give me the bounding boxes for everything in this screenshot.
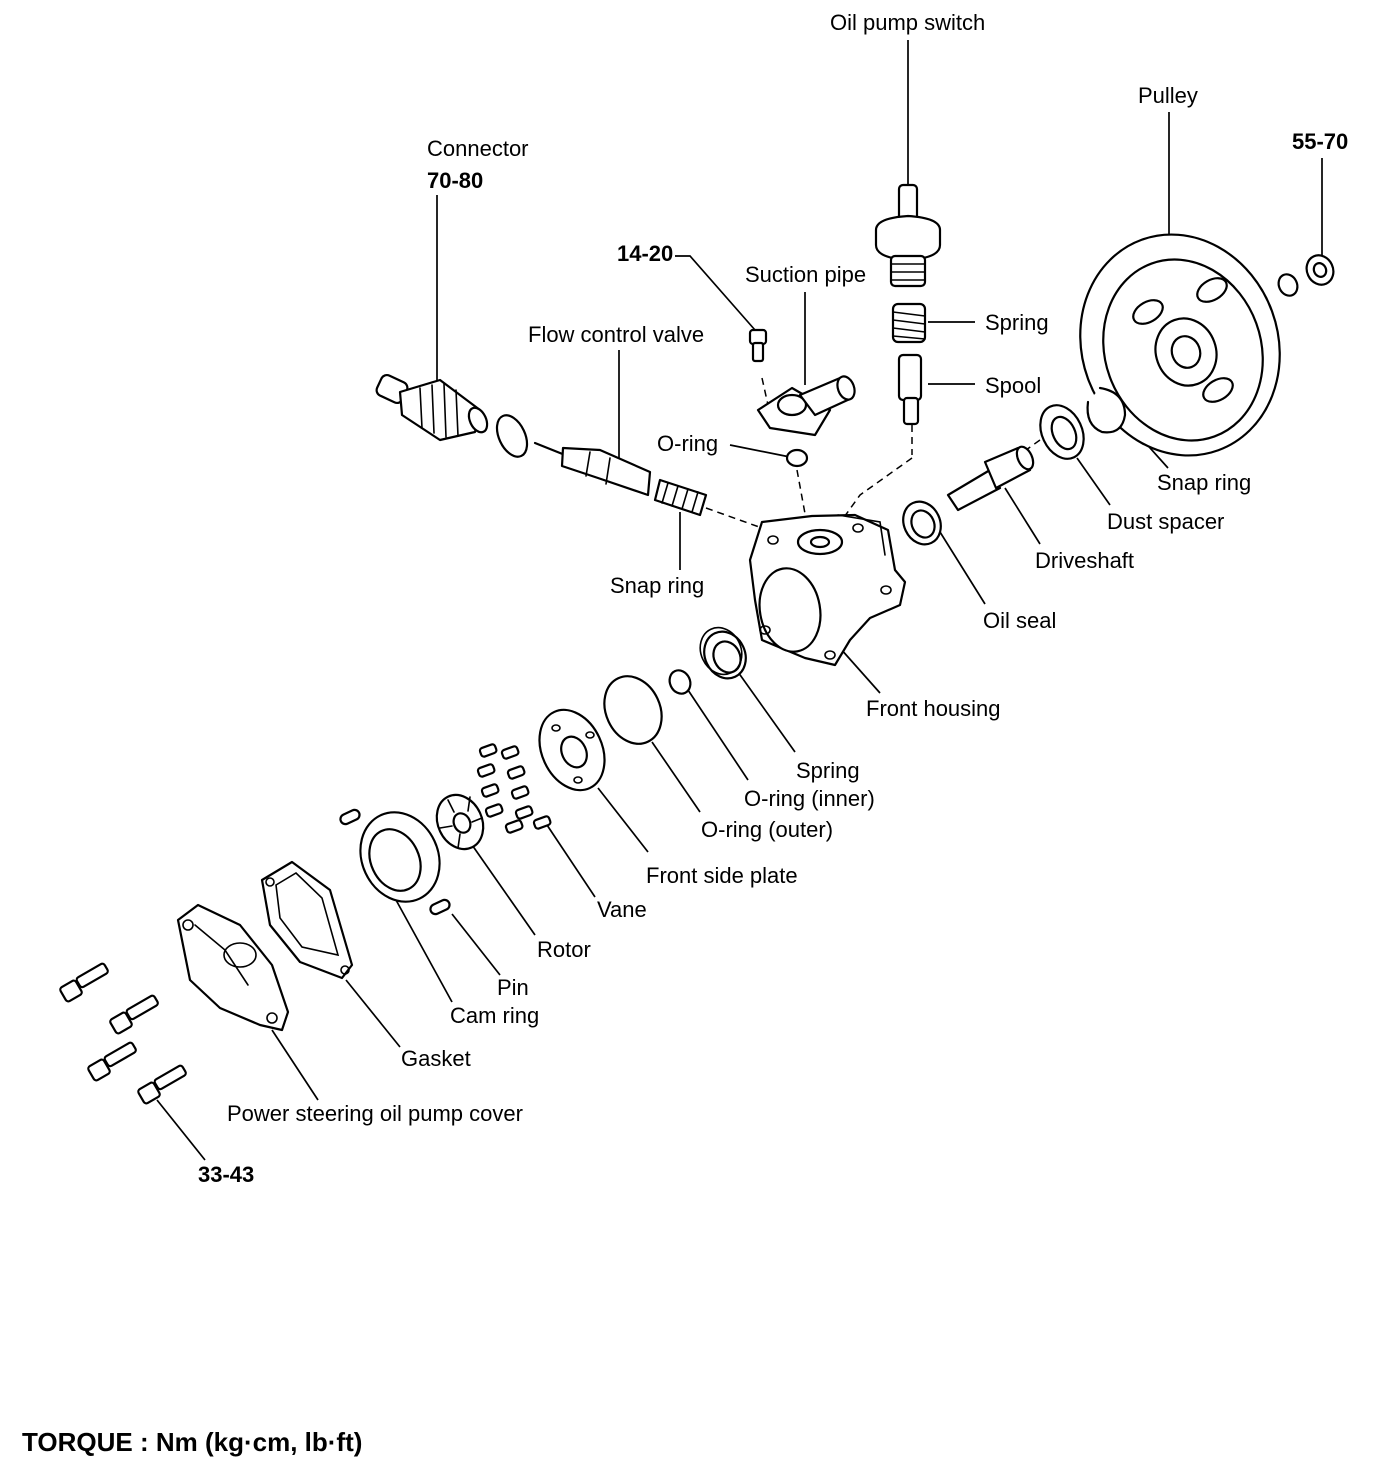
vane-set-part bbox=[476, 743, 552, 834]
label-spring-top: Spring bbox=[985, 310, 1049, 335]
label-pin: Pin bbox=[497, 975, 529, 1000]
gasket-part bbox=[260, 860, 354, 980]
label-snap-ring-right: Snap ring bbox=[1157, 470, 1251, 495]
suction-pipe-part bbox=[756, 375, 856, 437]
torque-pulley-nut: 55-70 bbox=[1292, 129, 1348, 154]
label-cam-ring: Cam ring bbox=[450, 1003, 539, 1028]
suction-bolt-part bbox=[748, 328, 768, 363]
dust-spacer-part bbox=[1039, 404, 1085, 460]
label-spring-lower: Spring bbox=[796, 758, 860, 783]
flow-valve-spring-part bbox=[653, 478, 708, 517]
leader-lines bbox=[156, 40, 1323, 1161]
torque-units-footer: TORQUE : Nm (kg·cm, lb·ft) bbox=[22, 1427, 362, 1457]
pin-part bbox=[339, 808, 451, 916]
label-rotor: Rotor bbox=[537, 937, 591, 962]
pulley-nut-part bbox=[1277, 254, 1335, 297]
oil-pump-switch-part bbox=[874, 183, 942, 288]
driveshaft-part bbox=[946, 445, 1035, 512]
snap-ring-right-part bbox=[1086, 386, 1127, 434]
torque-cover-bolts: 33-43 bbox=[198, 1162, 254, 1187]
o-ring-inner-part bbox=[668, 669, 692, 695]
label-oil-pump-switch: Oil pump switch bbox=[830, 10, 985, 35]
label-suction-pipe: Suction pipe bbox=[745, 262, 866, 287]
label-gasket: Gasket bbox=[401, 1046, 471, 1071]
label-connector: Connector bbox=[427, 136, 529, 161]
label-front-side-plate: Front side plate bbox=[646, 863, 798, 888]
label-vane: Vane bbox=[597, 897, 647, 922]
label-flow-control-valve: Flow control valve bbox=[528, 322, 704, 347]
label-oil-seal: Oil seal bbox=[983, 608, 1056, 633]
front-housing-part bbox=[748, 513, 907, 667]
torque-suction-bolt: 14-20 bbox=[617, 241, 673, 266]
pump-cover-part bbox=[176, 903, 290, 1032]
rotor-part bbox=[435, 793, 485, 851]
label-pump-cover: Power steering oil pump cover bbox=[227, 1101, 523, 1126]
pulley-part bbox=[1079, 233, 1281, 457]
label-o-ring-inner: O-ring (inner) bbox=[744, 786, 875, 811]
label-o-ring: O-ring bbox=[657, 431, 718, 456]
label-snap-ring-left: Snap ring bbox=[610, 573, 704, 598]
label-dust-spacer: Dust spacer bbox=[1107, 509, 1224, 534]
axis-lines bbox=[705, 377, 1041, 531]
label-pulley: Pulley bbox=[1138, 83, 1198, 108]
torque-connector: 70-80 bbox=[427, 168, 483, 193]
label-o-ring-outer: O-ring (outer) bbox=[701, 817, 833, 842]
label-front-housing: Front housing bbox=[866, 696, 1001, 721]
suction-o-ring-part bbox=[785, 448, 809, 468]
connector-part bbox=[375, 373, 489, 442]
cover-bolts-part bbox=[59, 962, 187, 1105]
spring-lower-part bbox=[699, 626, 747, 680]
flow-control-valve-part bbox=[533, 441, 652, 497]
spool-part bbox=[897, 353, 923, 426]
oil-seal-part bbox=[902, 500, 942, 546]
front-side-plate-part bbox=[538, 708, 606, 792]
o-ring-outer-part bbox=[603, 675, 663, 745]
spring-top-part bbox=[891, 302, 927, 344]
label-driveshaft: Driveshaft bbox=[1035, 548, 1134, 573]
label-spool: Spool bbox=[985, 373, 1041, 398]
connector-o-ring-part bbox=[495, 414, 529, 458]
cam-ring-part bbox=[359, 811, 441, 903]
